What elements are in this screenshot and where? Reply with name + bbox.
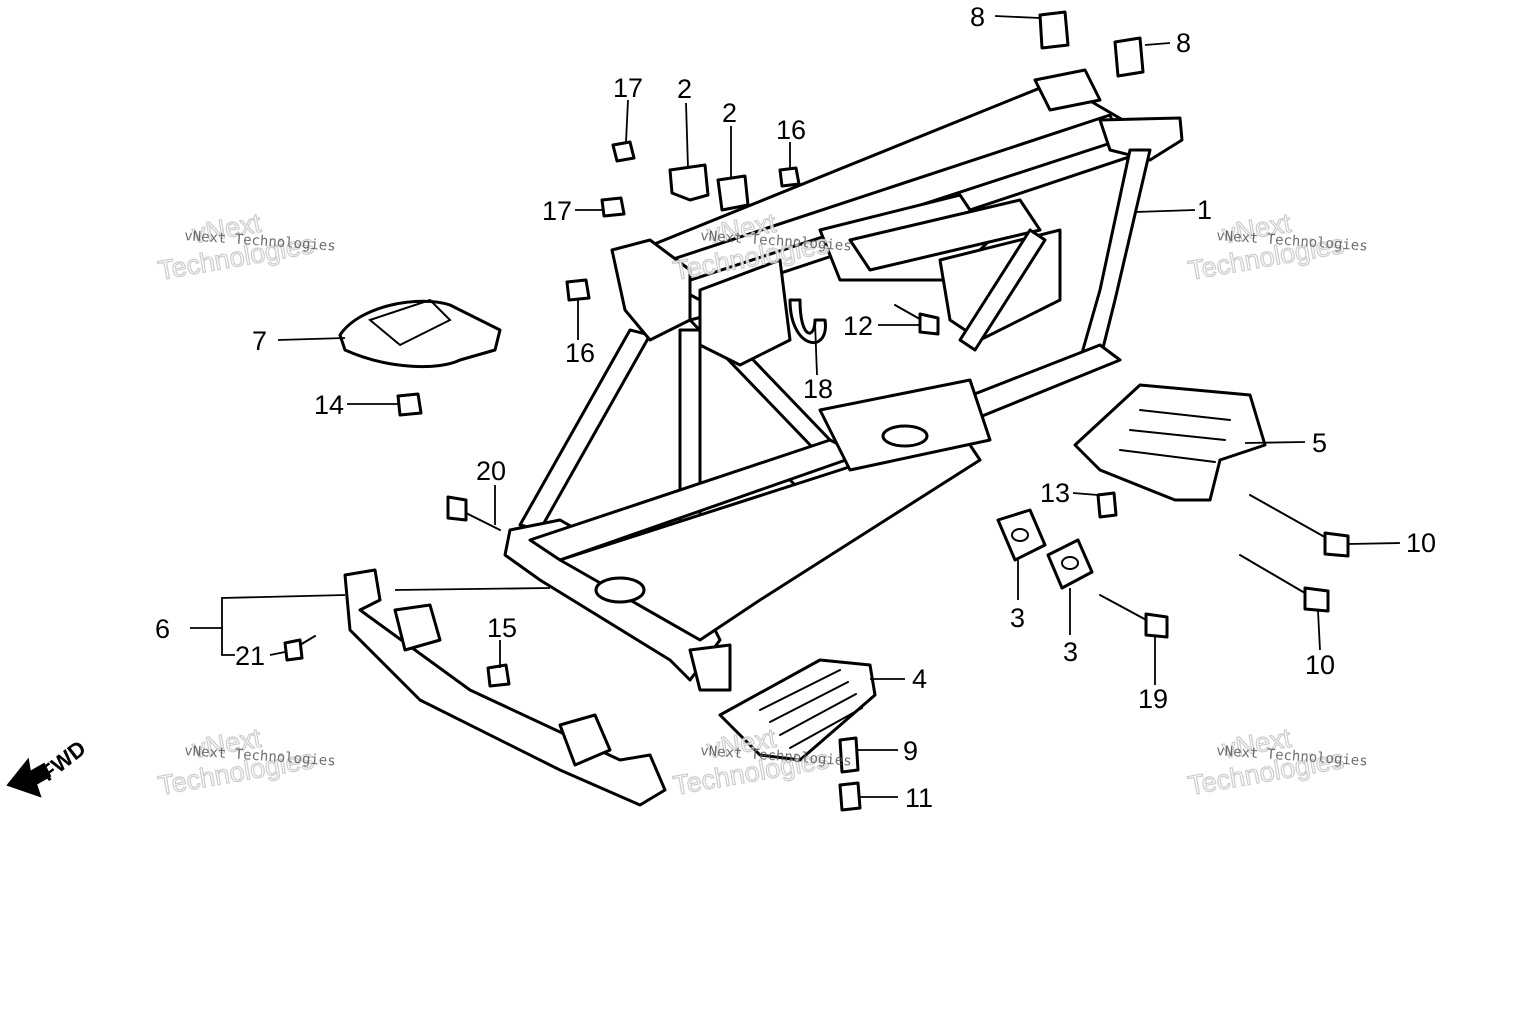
parts xyxy=(283,10,1350,812)
callout-17: 17 xyxy=(613,73,643,103)
callout-20: 20 xyxy=(476,456,506,486)
main-frame xyxy=(503,68,1184,692)
callout-16: 16 xyxy=(776,115,806,145)
forward-arrow-icon xyxy=(6,757,52,798)
callout-9: 9 xyxy=(903,736,918,766)
callout-13: 13 xyxy=(1040,478,1070,508)
callout-16: 16 xyxy=(565,338,595,368)
callout-4: 4 xyxy=(912,664,927,694)
leader-lines xyxy=(190,15,1401,798)
callout-18: 18 xyxy=(803,374,833,404)
callouts: 1 2 2 3 3 4 5 6 7 8 8 9 10 10 11 12 13 1… xyxy=(155,2,1436,813)
callout-6: 6 xyxy=(155,614,170,644)
callout-8: 8 xyxy=(1176,28,1191,58)
watermark-big-line1: vNext xyxy=(705,723,779,765)
callout-7: 7 xyxy=(252,326,267,356)
callout-3: 3 xyxy=(1063,637,1078,667)
forward-direction-arrow: FWD xyxy=(6,735,91,798)
callout-2: 2 xyxy=(677,74,692,104)
callout-15: 15 xyxy=(487,613,517,643)
callout-3: 3 xyxy=(1010,603,1025,633)
callout-12: 12 xyxy=(843,311,873,341)
callout-8: 8 xyxy=(970,2,985,32)
fwd-label: FWD xyxy=(36,735,91,786)
callout-14: 14 xyxy=(314,390,344,420)
callout-5: 5 xyxy=(1312,428,1327,458)
callout-19: 19 xyxy=(1138,684,1168,714)
callout-1: 1 xyxy=(1197,195,1212,225)
callout-21: 21 xyxy=(235,641,265,671)
callout-17: 17 xyxy=(542,196,572,226)
callout-10: 10 xyxy=(1305,650,1335,680)
callout-11: 11 xyxy=(905,783,933,813)
callout-2: 2 xyxy=(722,98,737,128)
callout-10: 10 xyxy=(1406,528,1436,558)
